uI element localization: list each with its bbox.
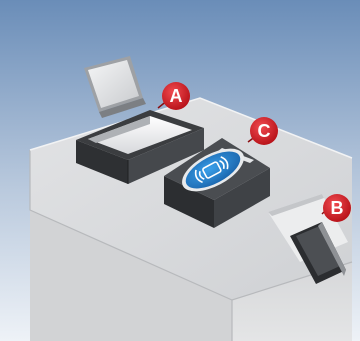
callout-b-label: B (331, 198, 344, 218)
callout-a-label: A (170, 86, 183, 106)
callout-c-label: C (258, 121, 271, 141)
